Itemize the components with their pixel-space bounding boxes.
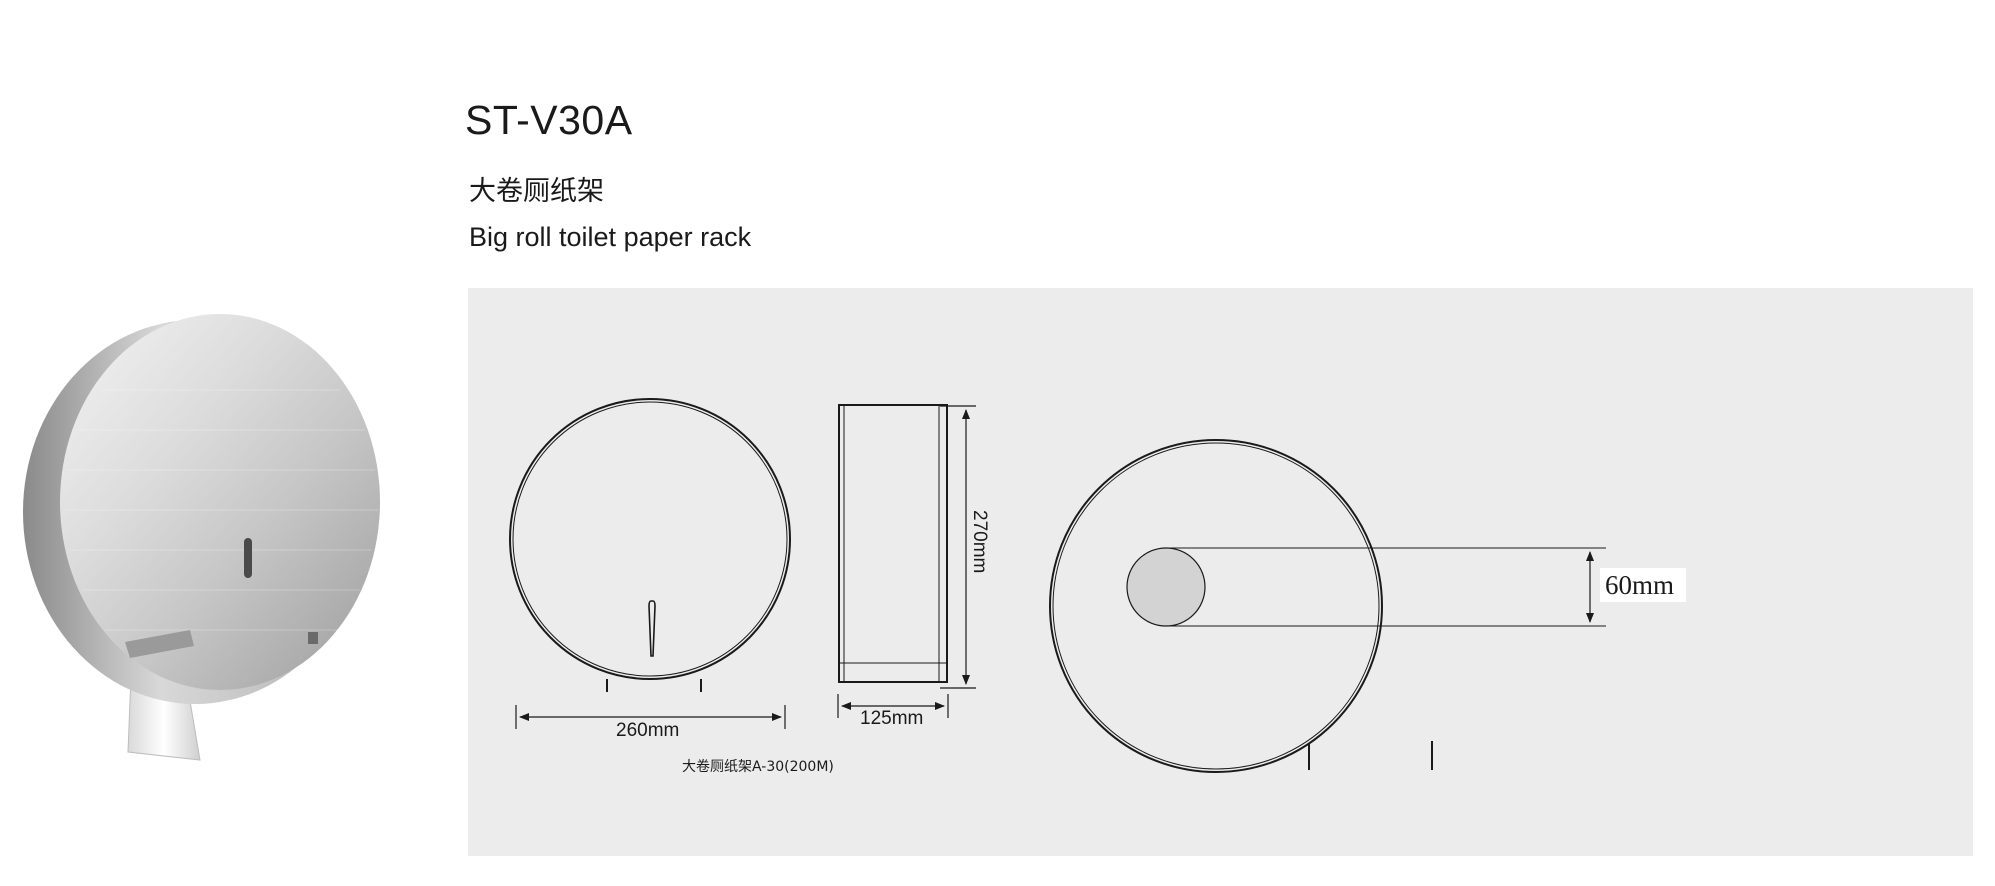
core-diameter-label: 60mm xyxy=(1605,570,1674,600)
internal-view-drawing xyxy=(1049,439,1606,773)
model-code: ST-V30A xyxy=(465,97,633,143)
drawing-caption: 大卷厕纸架A-30(200M) xyxy=(682,759,834,775)
side-view-drawing xyxy=(837,404,976,718)
core-label-box xyxy=(1600,568,1686,602)
dispenser-body xyxy=(23,314,380,761)
product-title-chinese: 大卷厕纸架 xyxy=(469,176,604,207)
technical-drawing-panel: 260mm 270mm 125mm 大卷厕纸架A-30(200M) xyxy=(468,288,1973,856)
side-height-label: 270mm xyxy=(969,510,990,573)
front-view-drawing xyxy=(509,398,791,729)
front-width-label: 260mm xyxy=(616,720,679,741)
product-photo xyxy=(23,314,380,761)
side-depth-label: 125mm xyxy=(860,708,923,729)
product-title-english: Big roll toilet paper rack xyxy=(469,222,752,252)
